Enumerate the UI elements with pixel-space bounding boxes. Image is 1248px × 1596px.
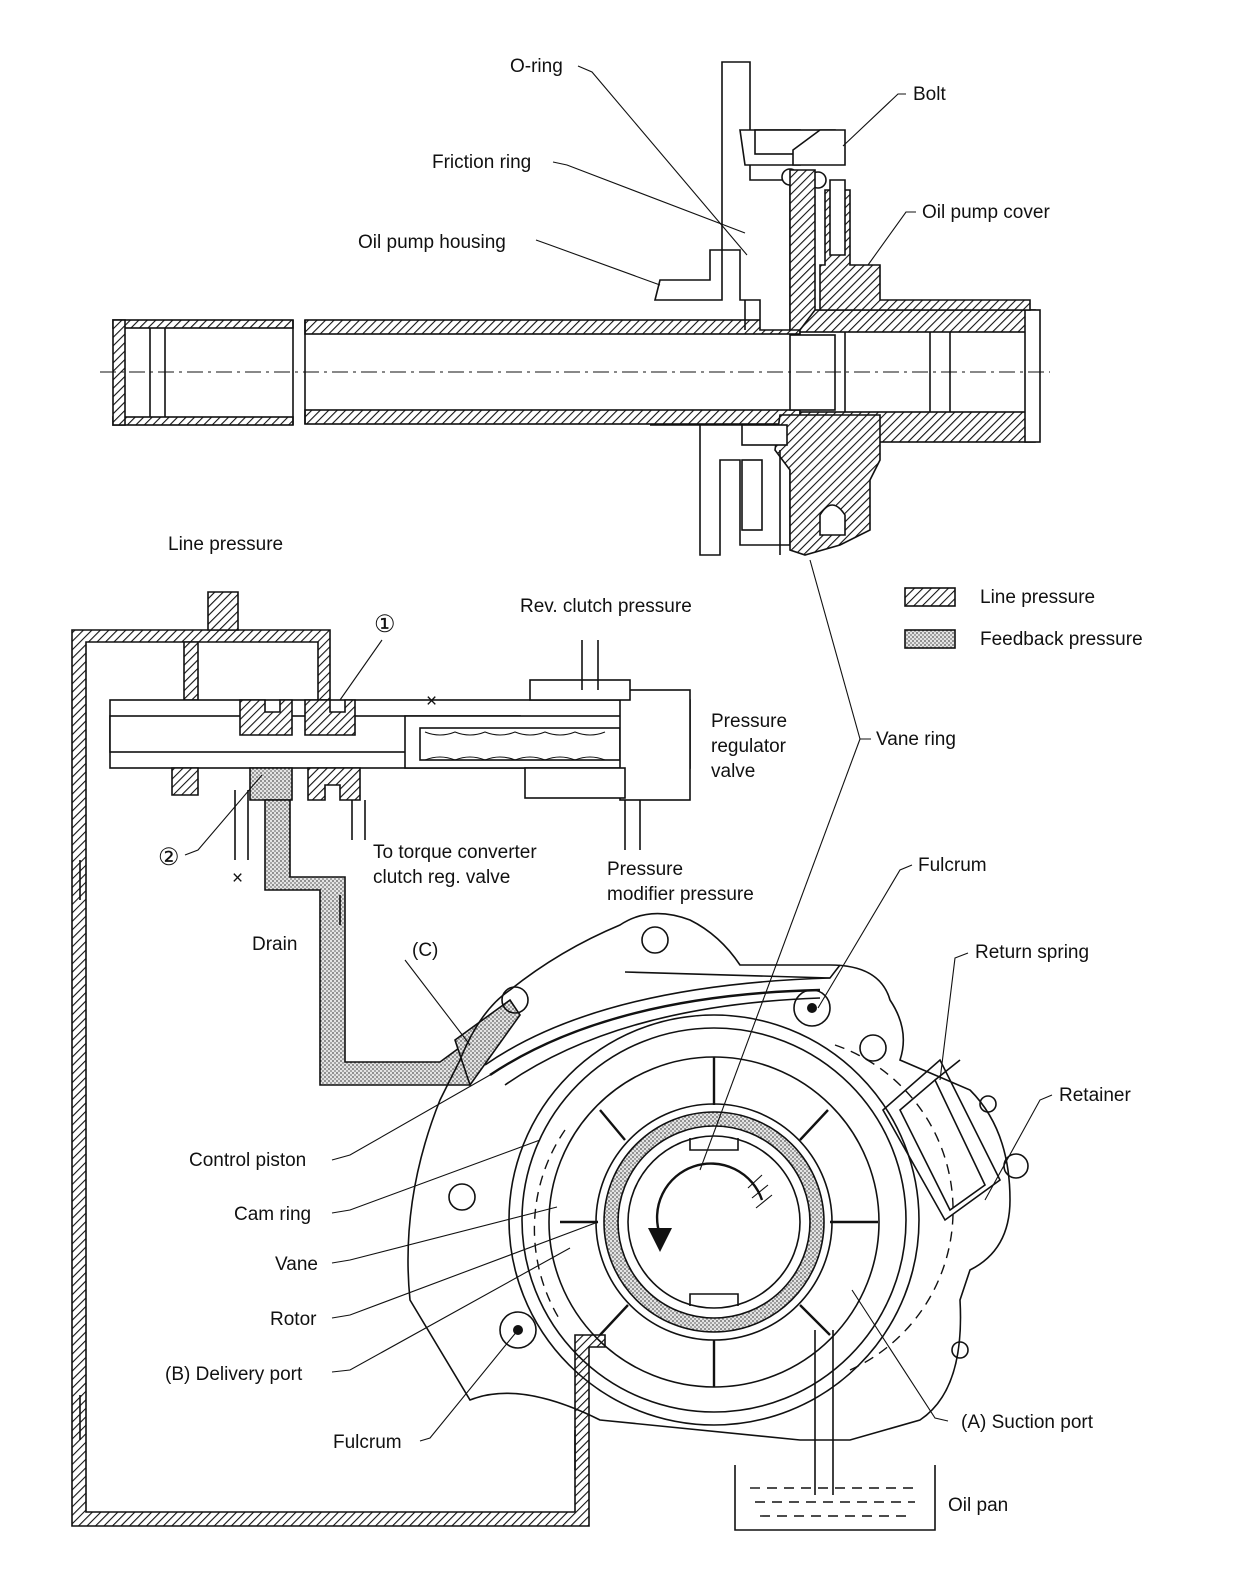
label-pressure-modifier-2: modifier pressure [607,884,754,905]
label-delivery-port: (B) Delivery port [165,1364,303,1385]
label-o-ring: O-ring [510,56,563,77]
label-x-mark-top: × [426,691,437,712]
label-control-piston: Control piston [189,1150,306,1171]
label-torque-converter-1: To torque converter [373,842,537,863]
label-oil-pump-cover: Oil pump cover [922,202,1050,223]
label-rev-clutch-pressure: Rev. clutch pressure [520,596,692,617]
label-pressure-regulator-3: valve [711,761,755,782]
label-pressure-regulator-2: regulator [711,736,787,757]
label-cam-ring: Cam ring [234,1204,311,1225]
label-line-pressure-top: Line pressure [168,534,283,555]
label-fulcrum-bottom: Fulcrum [333,1432,402,1453]
legend: Line pressure Feedback pressure [904,587,1143,650]
label-marker-2: ② [158,844,180,871]
label-suction-port: (A) Suction port [961,1412,1094,1433]
label-oil-pump-housing: Oil pump housing [358,232,506,253]
hydraulic-circuit [71,591,691,1527]
leader-lines [184,65,1053,1442]
label-vane-ring: Vane ring [876,729,956,750]
label-friction-ring: Friction ring [432,152,531,173]
label-drain: Drain [252,934,297,955]
legend-label-feedback-pressure: Feedback pressure [980,629,1143,650]
label-vane: Vane [275,1254,318,1275]
legend-swatch-feedback-pressure [904,629,956,649]
label-retainer: Retainer [1059,1085,1131,1106]
labels: O-ring Bolt Friction ring Oil pump cover… [158,56,1131,1516]
label-torque-converter-2: clutch reg. valve [373,867,510,888]
label-pressure-regulator-1: Pressure [711,711,787,732]
label-fulcrum-top: Fulcrum [918,855,987,876]
legend-swatch-line-pressure [904,587,956,607]
label-rotor: Rotor [270,1309,317,1330]
label-return-spring: Return spring [975,942,1089,963]
label-marker-1: ① [374,611,396,638]
label-pressure-modifier-1: Pressure [607,859,683,880]
shaft-cross-section [100,61,1050,556]
label-c: (C) [412,940,438,961]
label-oil-pan: Oil pan [948,1495,1008,1516]
legend-label-line-pressure: Line pressure [980,587,1095,608]
label-x-mark-bottom: × [232,868,243,889]
label-bolt: Bolt [913,84,946,105]
pump-front-view [407,912,1029,1531]
